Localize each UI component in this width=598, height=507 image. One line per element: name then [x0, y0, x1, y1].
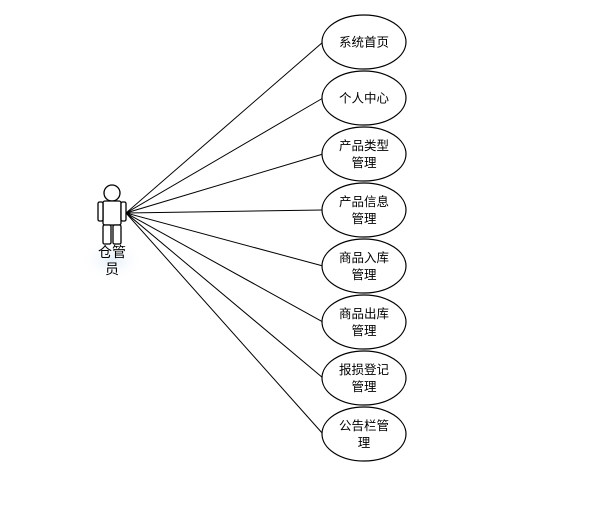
actor-label-line-1: 仓管	[98, 245, 126, 261]
actor-right-arm	[120, 201, 127, 222]
use-case-list: 系统首页个人中心产品类型管理产品信息管理商品入库管理商品出库管理报损登记管理公告…	[321, 14, 407, 462]
use-case-label-line-2: 管理	[351, 323, 377, 338]
use-case-ellipse	[321, 238, 407, 294]
association-line-stock-in	[125, 212, 324, 267]
use-case-label-line-2: 管理	[351, 379, 377, 394]
use-case-label-line-2: 管理	[351, 211, 377, 226]
actor-head	[103, 184, 121, 202]
actor-label-highlight	[80, 238, 144, 282]
association-lines	[125, 41, 324, 435]
use-case-ellipse	[321, 294, 407, 350]
use-case-label-line-2: 管理	[351, 267, 377, 282]
use-case-label-line-1: 报损登记	[339, 362, 390, 377]
use-case-label-line-1: 产品信息	[339, 194, 389, 209]
use-case-label-line-1: 产品类型	[339, 138, 389, 153]
actor-left-arm	[97, 201, 104, 222]
actor-body	[102, 200, 122, 226]
use-case-ellipse	[321, 14, 407, 70]
use-case-ellipse	[321, 350, 407, 406]
use-case-label-line-1: 商品入库	[339, 250, 389, 265]
actor-right-leg	[112, 224, 122, 245]
actor-warehouse-keeper[interactable]: 仓管 员	[80, 184, 144, 282]
actor-label-line-2: 员	[105, 262, 119, 278]
use-case-label-line-1: 公告栏管	[339, 418, 389, 433]
use-case-label-line-2: 管理	[351, 155, 377, 170]
use-case-label-line-1: 系统首页	[339, 35, 389, 50]
association-line-product-type	[125, 153, 324, 214]
use-case-ellipse	[321, 70, 407, 126]
use-case-ellipse	[321, 126, 407, 182]
use-case-home[interactable]: 系统首页	[321, 14, 407, 70]
association-line-loss-report	[125, 212, 324, 379]
use-case-label-line-1: 商品出库	[339, 306, 389, 321]
use-case-profile[interactable]: 个人中心	[321, 70, 407, 126]
use-case-ellipse	[321, 182, 407, 238]
association-line-product-info	[125, 209, 324, 214]
association-line-notice-board	[125, 212, 324, 435]
use-case-label-line-1: 个人中心	[339, 91, 390, 106]
association-line-profile	[125, 97, 324, 214]
association-line-stock-out	[125, 212, 324, 323]
actor-left-leg	[102, 224, 112, 245]
association-line-home	[125, 41, 324, 214]
use-case-ellipse	[321, 406, 407, 462]
use-case-label-line-2: 理	[358, 435, 371, 450]
